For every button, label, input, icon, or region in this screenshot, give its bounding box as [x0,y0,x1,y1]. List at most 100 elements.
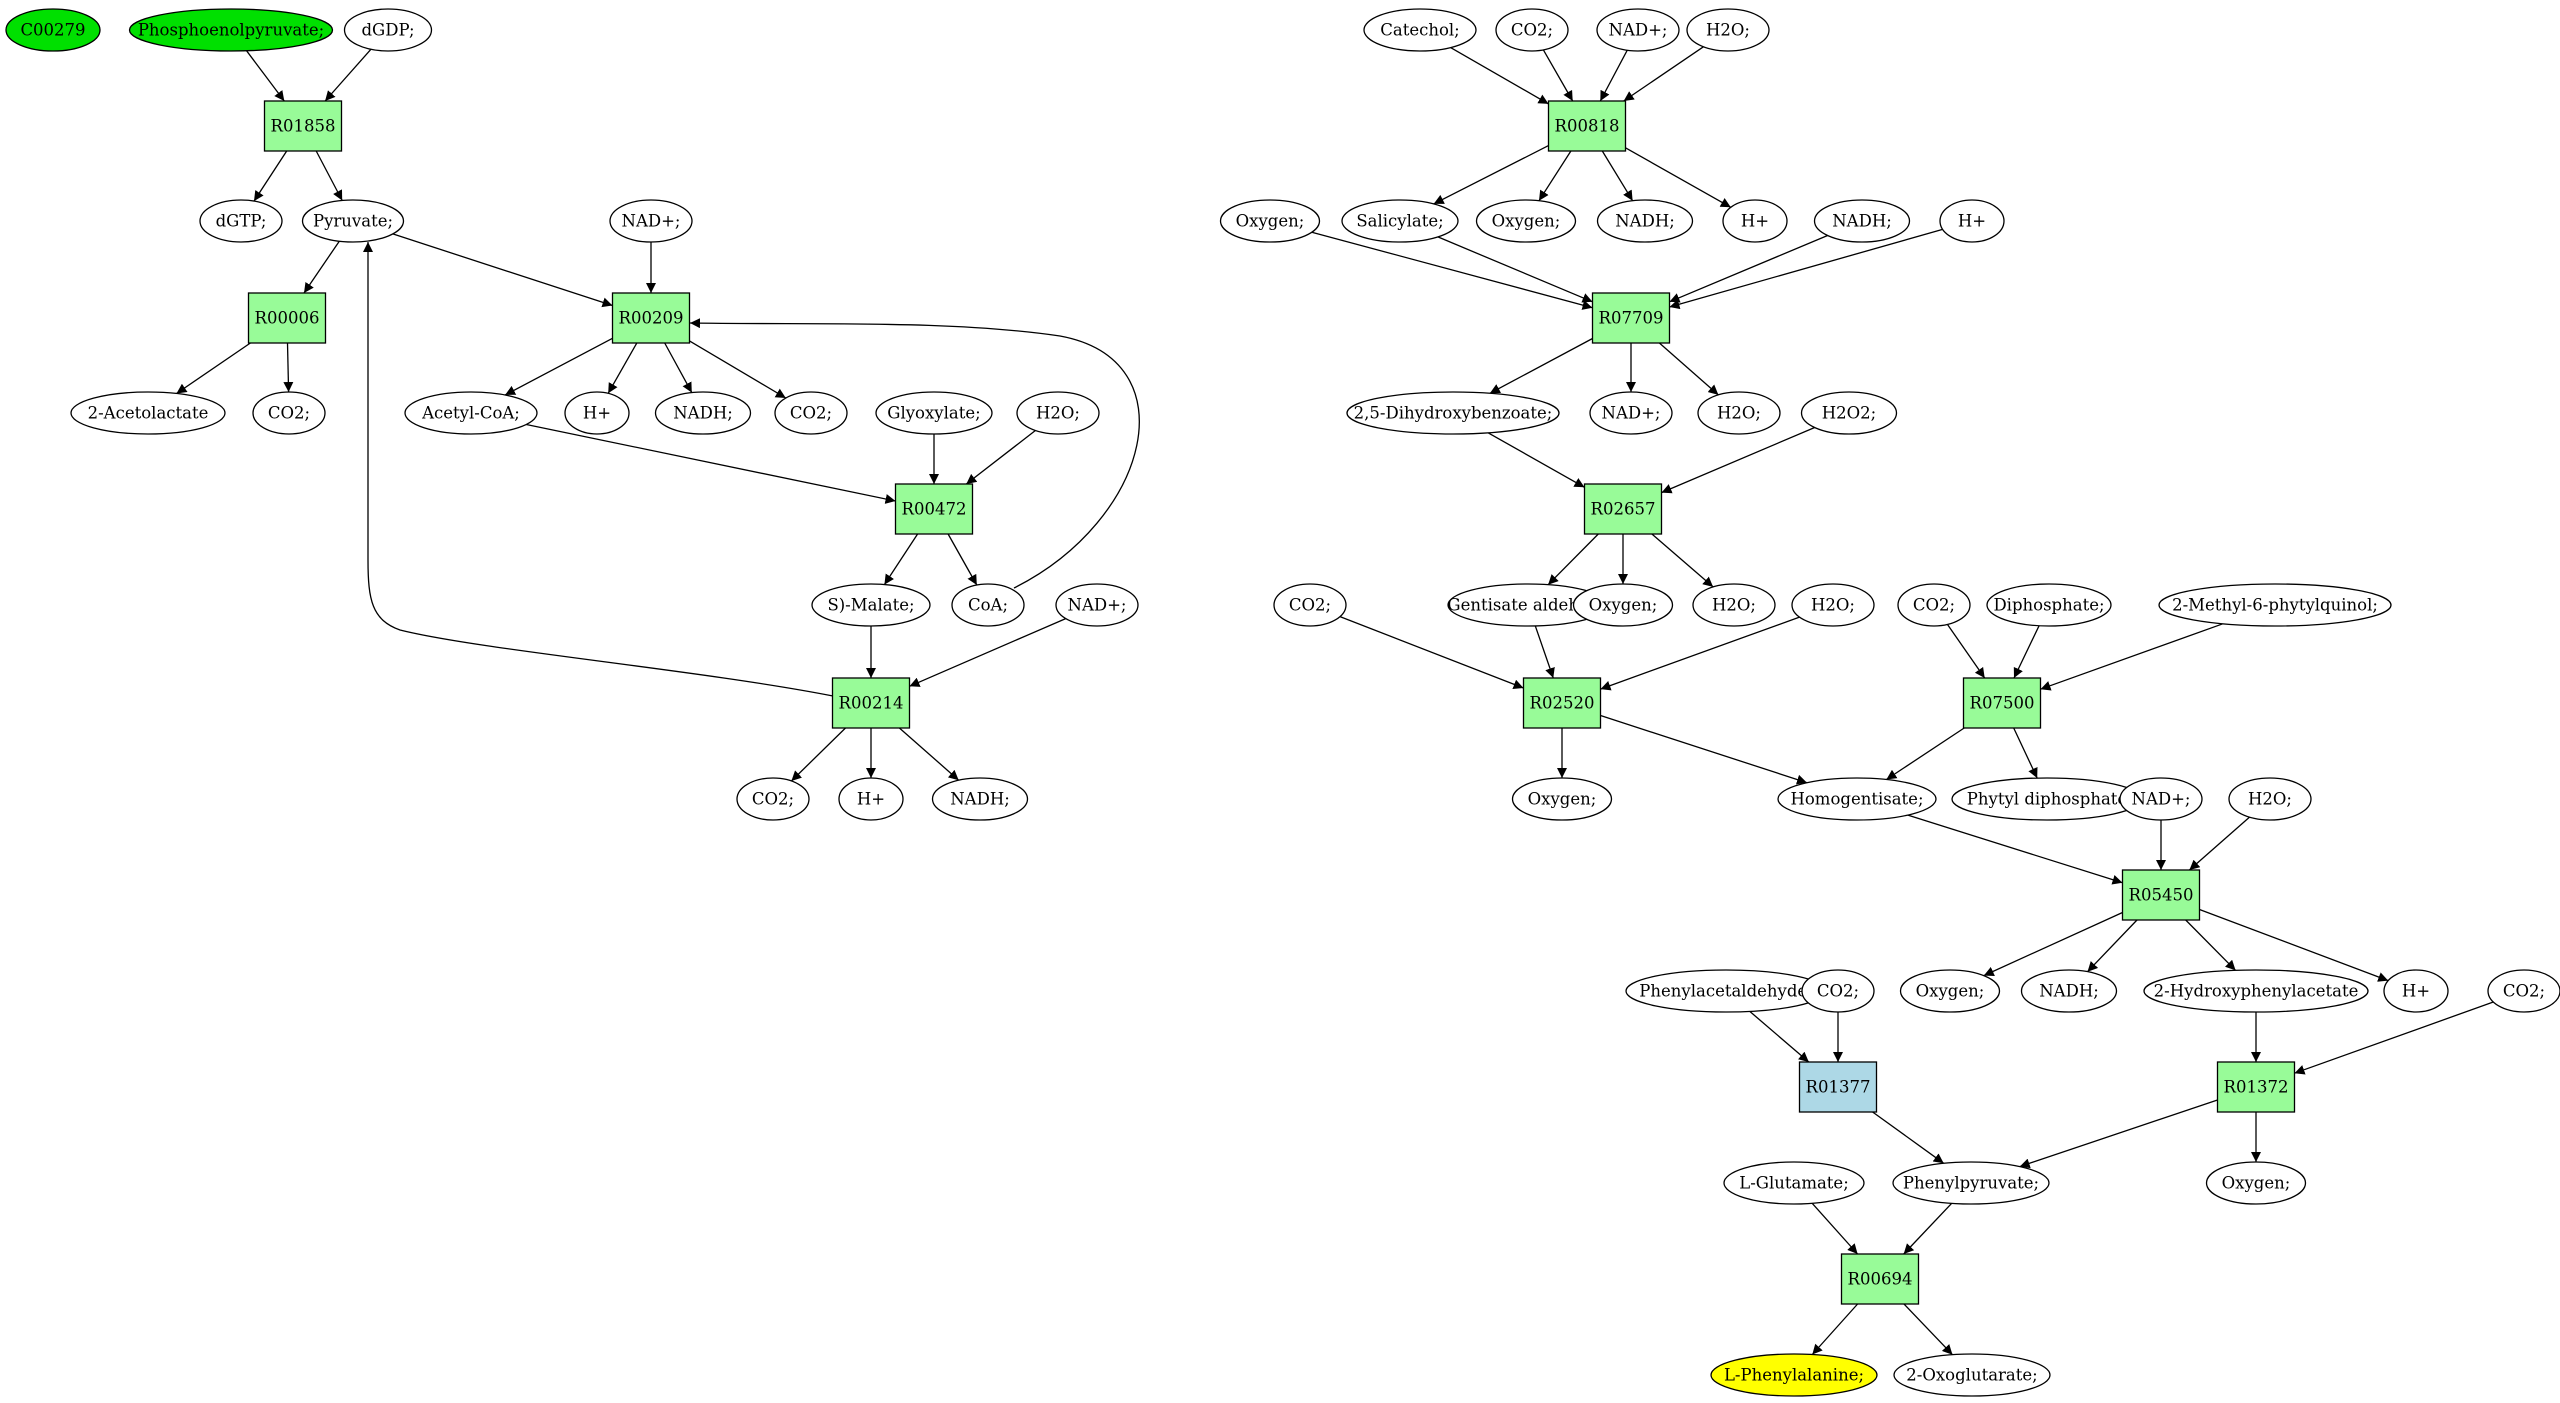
compound-node-co2_b: CO2; [774,391,848,435]
compound-node-phenylacetaldehyde: Phenylacetaldehyde; [1625,969,1827,1013]
node-label: NAD+; [1602,404,1661,423]
edge-diphosphate-to-r07500 [2013,625,2040,679]
edge-r07709-to-dihydroxybenzoate [1489,337,1593,394]
edge-r05450-to-oxygen_e [1983,911,2123,977]
edge-h2o_f-to-r05450 [2188,816,2250,871]
node-label: Catechol; [1380,21,1460,40]
compound-node-h_b: H+ [838,777,904,821]
node-label: R00209 [619,309,684,328]
node-label: Salicylate; [1356,212,1443,231]
compound-node-co2_c: CO2; [736,777,810,821]
compound-node-nad_b: NAD+; [1055,583,1139,627]
compound-node-phytyl: Phytyl diphosphate [1951,777,2143,821]
compound-node-diphosphate: Diphosphate; [1986,583,2112,627]
compound-ellipse [2487,969,2560,1013]
compound-node-pep: Phosphoenolpyruvate; [128,8,334,52]
compound-ellipse [70,391,226,435]
reaction-box [263,100,343,152]
compound-node-co2_f: CO2; [1897,583,1971,627]
node-label: NADH; [1832,212,1892,231]
compound-ellipse [609,199,693,243]
edge-acetylcoa-to-r00472 [526,423,896,504]
compound-node-oxygen_d: Oxygen; [1511,777,1613,821]
edge-r00214-to-co2_c [790,727,846,782]
edge-glutamate-to-r00694 [1811,1202,1859,1255]
node-label: H2O; [1712,596,1756,615]
node-label: Gentisate aldehyde [1447,596,1608,615]
node-label: Phytyl diphosphate [1967,790,2127,809]
compound-ellipse [654,391,752,435]
reaction-node-r01858: R01858 [263,100,343,152]
reaction-node-r00006: R00006 [247,292,327,344]
compound-ellipse [1219,199,1321,243]
node-label: R07709 [1599,309,1664,328]
node-label: CO2; [1511,21,1553,40]
compound-node-homogentisate: Homogentisate; [1777,777,1937,821]
node-label: 2,5-Dihydroxybenzoate; [1354,404,1553,423]
reaction-node-r02657: R02657 [1583,483,1663,535]
compound-ellipse [1801,969,1875,1013]
edge-h2o2-to-r02657 [1661,426,1815,494]
compound-node-phenylpyruvate: Phenylpyruvate; [1892,1161,2050,1205]
reaction-node-r02520: R02520 [1522,677,1602,729]
compound-ellipse [1723,1161,1865,1205]
reaction-box [1840,1253,1920,1305]
compound-ellipse [1800,391,1898,435]
node-label: H+ [2402,982,2430,1001]
edge-h2o_a-to-r00472 [965,429,1036,485]
edge-h_d-to-r07709 [1669,228,1943,310]
reaction-box [831,677,911,729]
reaction-node-r00209: R00209 [611,292,691,344]
edge-r00006-to-co2_a [283,342,294,393]
compound-node-dihydroxybenzoate: 2,5-Dihydroxybenzoate; [1346,391,1560,435]
edge-pyruvate-to-r00209 [392,233,613,308]
compound-node-oxygen_c: Oxygen; [1572,583,1674,627]
node-label: Acetyl-CoA; [421,404,520,423]
compound-node-h2o_f: H2O; [2228,777,2312,821]
edge-oxygen_a-to-r07709 [1311,231,1593,310]
edge-catechol-to-r00818 [1450,47,1549,105]
edge-r02657-to-gentisate [1547,533,1599,586]
compound-node-nad_e: NAD+; [2119,777,2203,821]
reaction-node-r00214: R00214 [831,677,911,729]
node-label: H+ [583,404,611,423]
edge-r00209-to-h_a [607,342,638,394]
reaction-node-r00694: R00694 [1840,1253,1920,1305]
node-label: Phenylpyruvate; [1903,1174,2039,1193]
node-label: R05450 [2129,886,2194,905]
node-label: R00006 [255,309,320,328]
compound-node-h2o2: H2O2; [1800,391,1898,435]
edge-pyruvate-to-r00006 [303,240,340,294]
compound-ellipse [1475,199,1577,243]
edge-r07709-to-h2o_c [1658,342,1719,396]
node-label: NAD+; [2132,790,2191,809]
edge-r02520-to-homogentisate [1600,714,1808,785]
node-label: 2-Hydroxyphenylacetate [2154,982,2359,1001]
node-label: Oxygen; [2222,1174,2291,1193]
compound-ellipse [1273,583,1347,627]
compound-node-catechol: Catechol; [1363,8,1477,52]
edge-nad_b-to-r00214 [909,618,1066,687]
compound-ellipse [2158,583,2392,627]
compound-node-methylphytyl: 2-Methyl-6-phytylquinol; [2158,583,2392,627]
edge-r07500-to-phytyl [2013,727,2038,779]
edges-layer [176,46,2494,1356]
compound-node-hydroxyphenylacetate: 2-Hydroxyphenylacetate [2143,969,2369,1013]
compound-node-h2o_e: H2O; [1791,583,1875,627]
reaction-box [611,292,691,344]
edge-pep-to-r01858 [246,50,285,102]
node-label: H2O2; [1822,404,1876,423]
node-label: Phosphoenolpyruvate; [138,21,324,40]
compound-node-dgdp: dGDP; [343,8,433,52]
compound-ellipse [931,777,1029,821]
edge-co2_e-to-r02520 [1339,615,1524,690]
compound-node-nadh_b: NADH; [931,777,1029,821]
node-label: R01372 [2224,1078,2289,1097]
edge-r02657-to-h2o_d [1651,533,1714,588]
edge-r01372-to-phenylpyruvate [2019,1099,2218,1169]
compound-node-nadh_e: NADH; [2020,969,2118,1013]
compound-ellipse [1016,391,1100,435]
node-label: H+ [1958,212,1986,231]
node-label: L-Phenylalanine; [1724,1366,1864,1385]
compound-ellipse [2020,969,2118,1013]
